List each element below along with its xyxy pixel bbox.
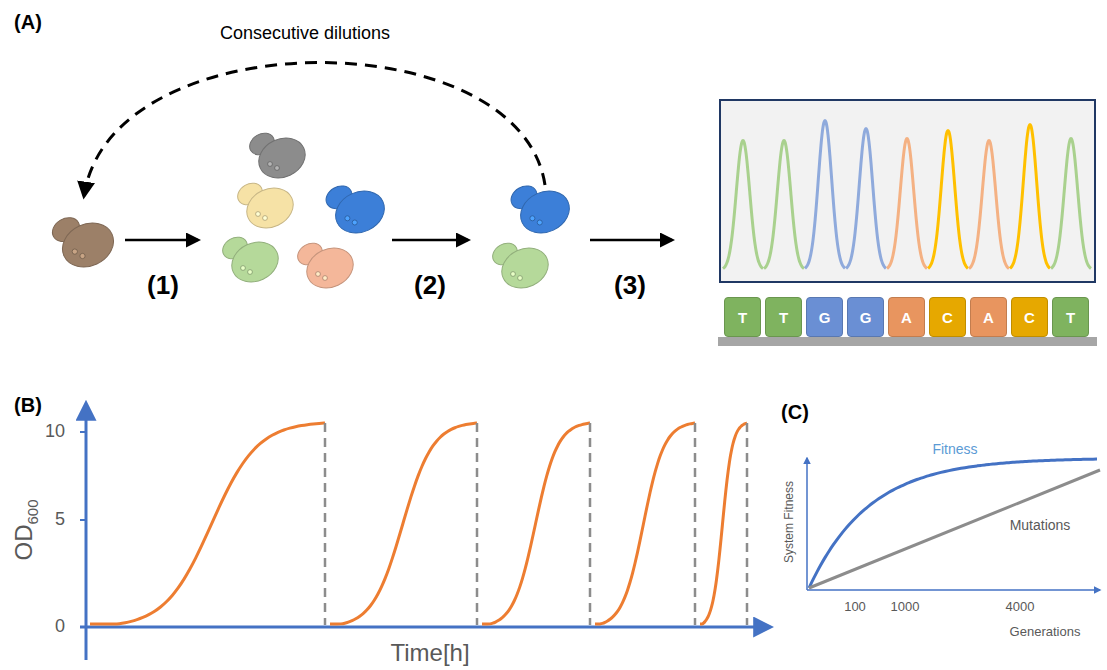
- base-tile: T: [1052, 297, 1089, 337]
- base-letter: T: [1066, 309, 1075, 326]
- step-number: (1): [147, 271, 179, 300]
- series-label: Mutations: [1010, 518, 1071, 533]
- axis-title: Time[h]: [390, 640, 469, 666]
- peak: [1051, 138, 1091, 268]
- axis-title: OD: [10, 525, 37, 561]
- fitness-curve: [809, 459, 1097, 588]
- peak: [846, 129, 886, 269]
- tick-label: 4000: [1006, 600, 1035, 614]
- tick-label: 0: [55, 617, 65, 637]
- axis-title: OD600: [11, 499, 41, 560]
- dilution-line: [476, 423, 479, 625]
- base-tile: T: [765, 297, 802, 337]
- yeast-cell: [246, 129, 312, 186]
- peak: [928, 131, 968, 269]
- yeast-cell: [234, 179, 300, 236]
- sequence-base: [718, 337, 1097, 346]
- base-tile: G: [806, 297, 843, 337]
- yeast-cell: [489, 239, 555, 296]
- base-letter: G: [860, 309, 872, 326]
- step-arrow: [125, 239, 198, 242]
- base-letter: C: [1024, 309, 1035, 326]
- x-axis: [80, 626, 770, 629]
- step-number: (2): [414, 271, 446, 300]
- tick: [80, 519, 86, 521]
- peak: [1010, 125, 1050, 269]
- step-arrow: [392, 239, 468, 242]
- y-axis: [85, 404, 88, 660]
- panel-label: (B): [14, 394, 42, 416]
- mutations-line: [809, 470, 1100, 588]
- growth-curve: [595, 423, 695, 624]
- dilution-line: [324, 423, 327, 625]
- x-axis: [807, 589, 1100, 591]
- tick-label: 10: [45, 422, 65, 442]
- subscript: 600: [24, 499, 41, 524]
- growth-curve: [90, 423, 325, 624]
- dilution-line: [589, 423, 592, 625]
- arrow-label: Consecutive dilutions: [220, 24, 390, 44]
- y-axis: [806, 458, 808, 590]
- peak: [764, 140, 804, 268]
- growth-curve: [330, 423, 477, 624]
- axis-title: Generations: [1010, 625, 1081, 639]
- base-letter: A: [901, 309, 912, 326]
- tick-label: 100: [844, 600, 866, 614]
- tick: [80, 431, 86, 433]
- growth-curve: [700, 423, 747, 624]
- base-tile: A: [970, 297, 1007, 337]
- tick-label: 5: [55, 510, 65, 530]
- panel-label: (C): [781, 401, 809, 423]
- base-letter: A: [983, 309, 994, 326]
- panel-label: (A): [14, 11, 42, 33]
- base-letter: T: [738, 309, 747, 326]
- tick-label: 1000: [891, 600, 920, 614]
- base-tile: G: [847, 297, 884, 337]
- base-tile: A: [888, 297, 925, 337]
- step-arrow: [590, 239, 672, 242]
- yeast-cell: [48, 213, 121, 275]
- base-tile: C: [929, 297, 966, 337]
- dilution-arrow: [84, 63, 545, 196]
- step-number: (3): [614, 271, 646, 300]
- dilution-line: [694, 423, 697, 625]
- base-tile: C: [1011, 297, 1048, 337]
- dilution-line: [746, 423, 749, 625]
- series-label: Fitness: [932, 442, 977, 457]
- peak: [805, 121, 845, 269]
- yeast-cell: [507, 181, 576, 240]
- base-letter: G: [819, 309, 831, 326]
- peak: [887, 138, 927, 268]
- peak: [723, 140, 763, 268]
- yeast-cell: [219, 233, 285, 290]
- yeast-cell: [294, 239, 360, 296]
- peak: [969, 140, 1009, 268]
- base-letter: C: [942, 309, 953, 326]
- yeast-cell: [322, 181, 391, 240]
- base-letter: T: [779, 309, 788, 326]
- growth-curve: [482, 423, 590, 624]
- chromatogram-frame: [720, 100, 1095, 282]
- base-tile: T: [724, 297, 761, 337]
- axis-title: System Fitness: [783, 481, 796, 563]
